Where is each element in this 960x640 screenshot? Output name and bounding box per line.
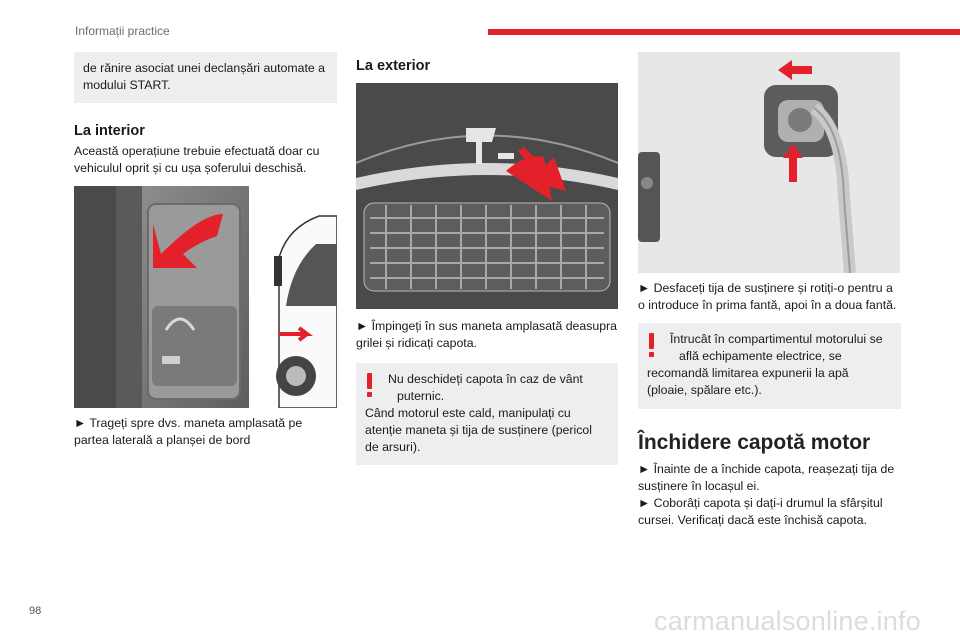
grille-svg [356,83,618,309]
closing-heading: Închidere capotă motor [638,431,871,454]
inside-heading: La interior [74,123,145,139]
intro-note-text: de rănire asociat unei declanșări automa… [83,61,325,92]
intro-note-box: de rănire asociat unei declanșări automa… [74,52,337,103]
inside-lever-svg [74,186,337,408]
rod-step: ► Desfaceți tija de susținere și rotiți-… [638,281,897,312]
inside-lever-illustration [74,186,337,408]
warning-line-2: puternic. [397,389,445,403]
closing-step-2: ► Coborâți capota și dați-i drumul la sf… [638,496,883,527]
support-rod-svg [638,52,900,273]
inside-step: ► Trageți spre dvs. maneta amplasată pe … [74,416,303,447]
electrical-warning-box: Întrucât în compartimentul motorului se … [638,323,901,409]
support-rod-illustration [638,52,900,273]
column-middle: La exterior ► Împingeți în sus maneta am… [356,52,618,465]
exclamation-icon [367,373,373,397]
column-right: ► Desfaceți tija de susținere și rotiți-… [638,52,901,529]
column-left: de rănire asociat unei declanșări automa… [74,52,337,449]
inside-text: Această operațiune trebuie efectuată doa… [74,144,320,175]
section-title: Informații practice [75,24,170,38]
exclamation-icon [649,333,655,357]
warning-rest: Când motorul este cald, manipulați cu at… [365,406,592,454]
warning-line-2: află echipamente electrice, se [679,349,842,363]
wind-warning-box: Nu deschideți capota în caz de vânt pute… [356,363,618,465]
closing-step-1: ► Înainte de a închide capota, reașezați… [638,462,895,493]
header-accent-bar [488,29,960,35]
outside-step: ► Împingeți în sus maneta amplasată deas… [356,319,617,350]
warning-rest: recomandă limitarea expunerii la apă (pl… [647,366,849,397]
warning-line-1: Nu deschideți capota în caz de vânt [388,372,583,386]
grille-illustration [356,83,618,309]
warning-line-1: Întrucât în compartimentul motorului se [670,332,883,346]
watermark: carmanualsonline.info [654,606,921,636]
outside-heading: La exterior [356,58,431,74]
van-drawing [274,215,337,408]
page-number: 98 [29,605,42,617]
